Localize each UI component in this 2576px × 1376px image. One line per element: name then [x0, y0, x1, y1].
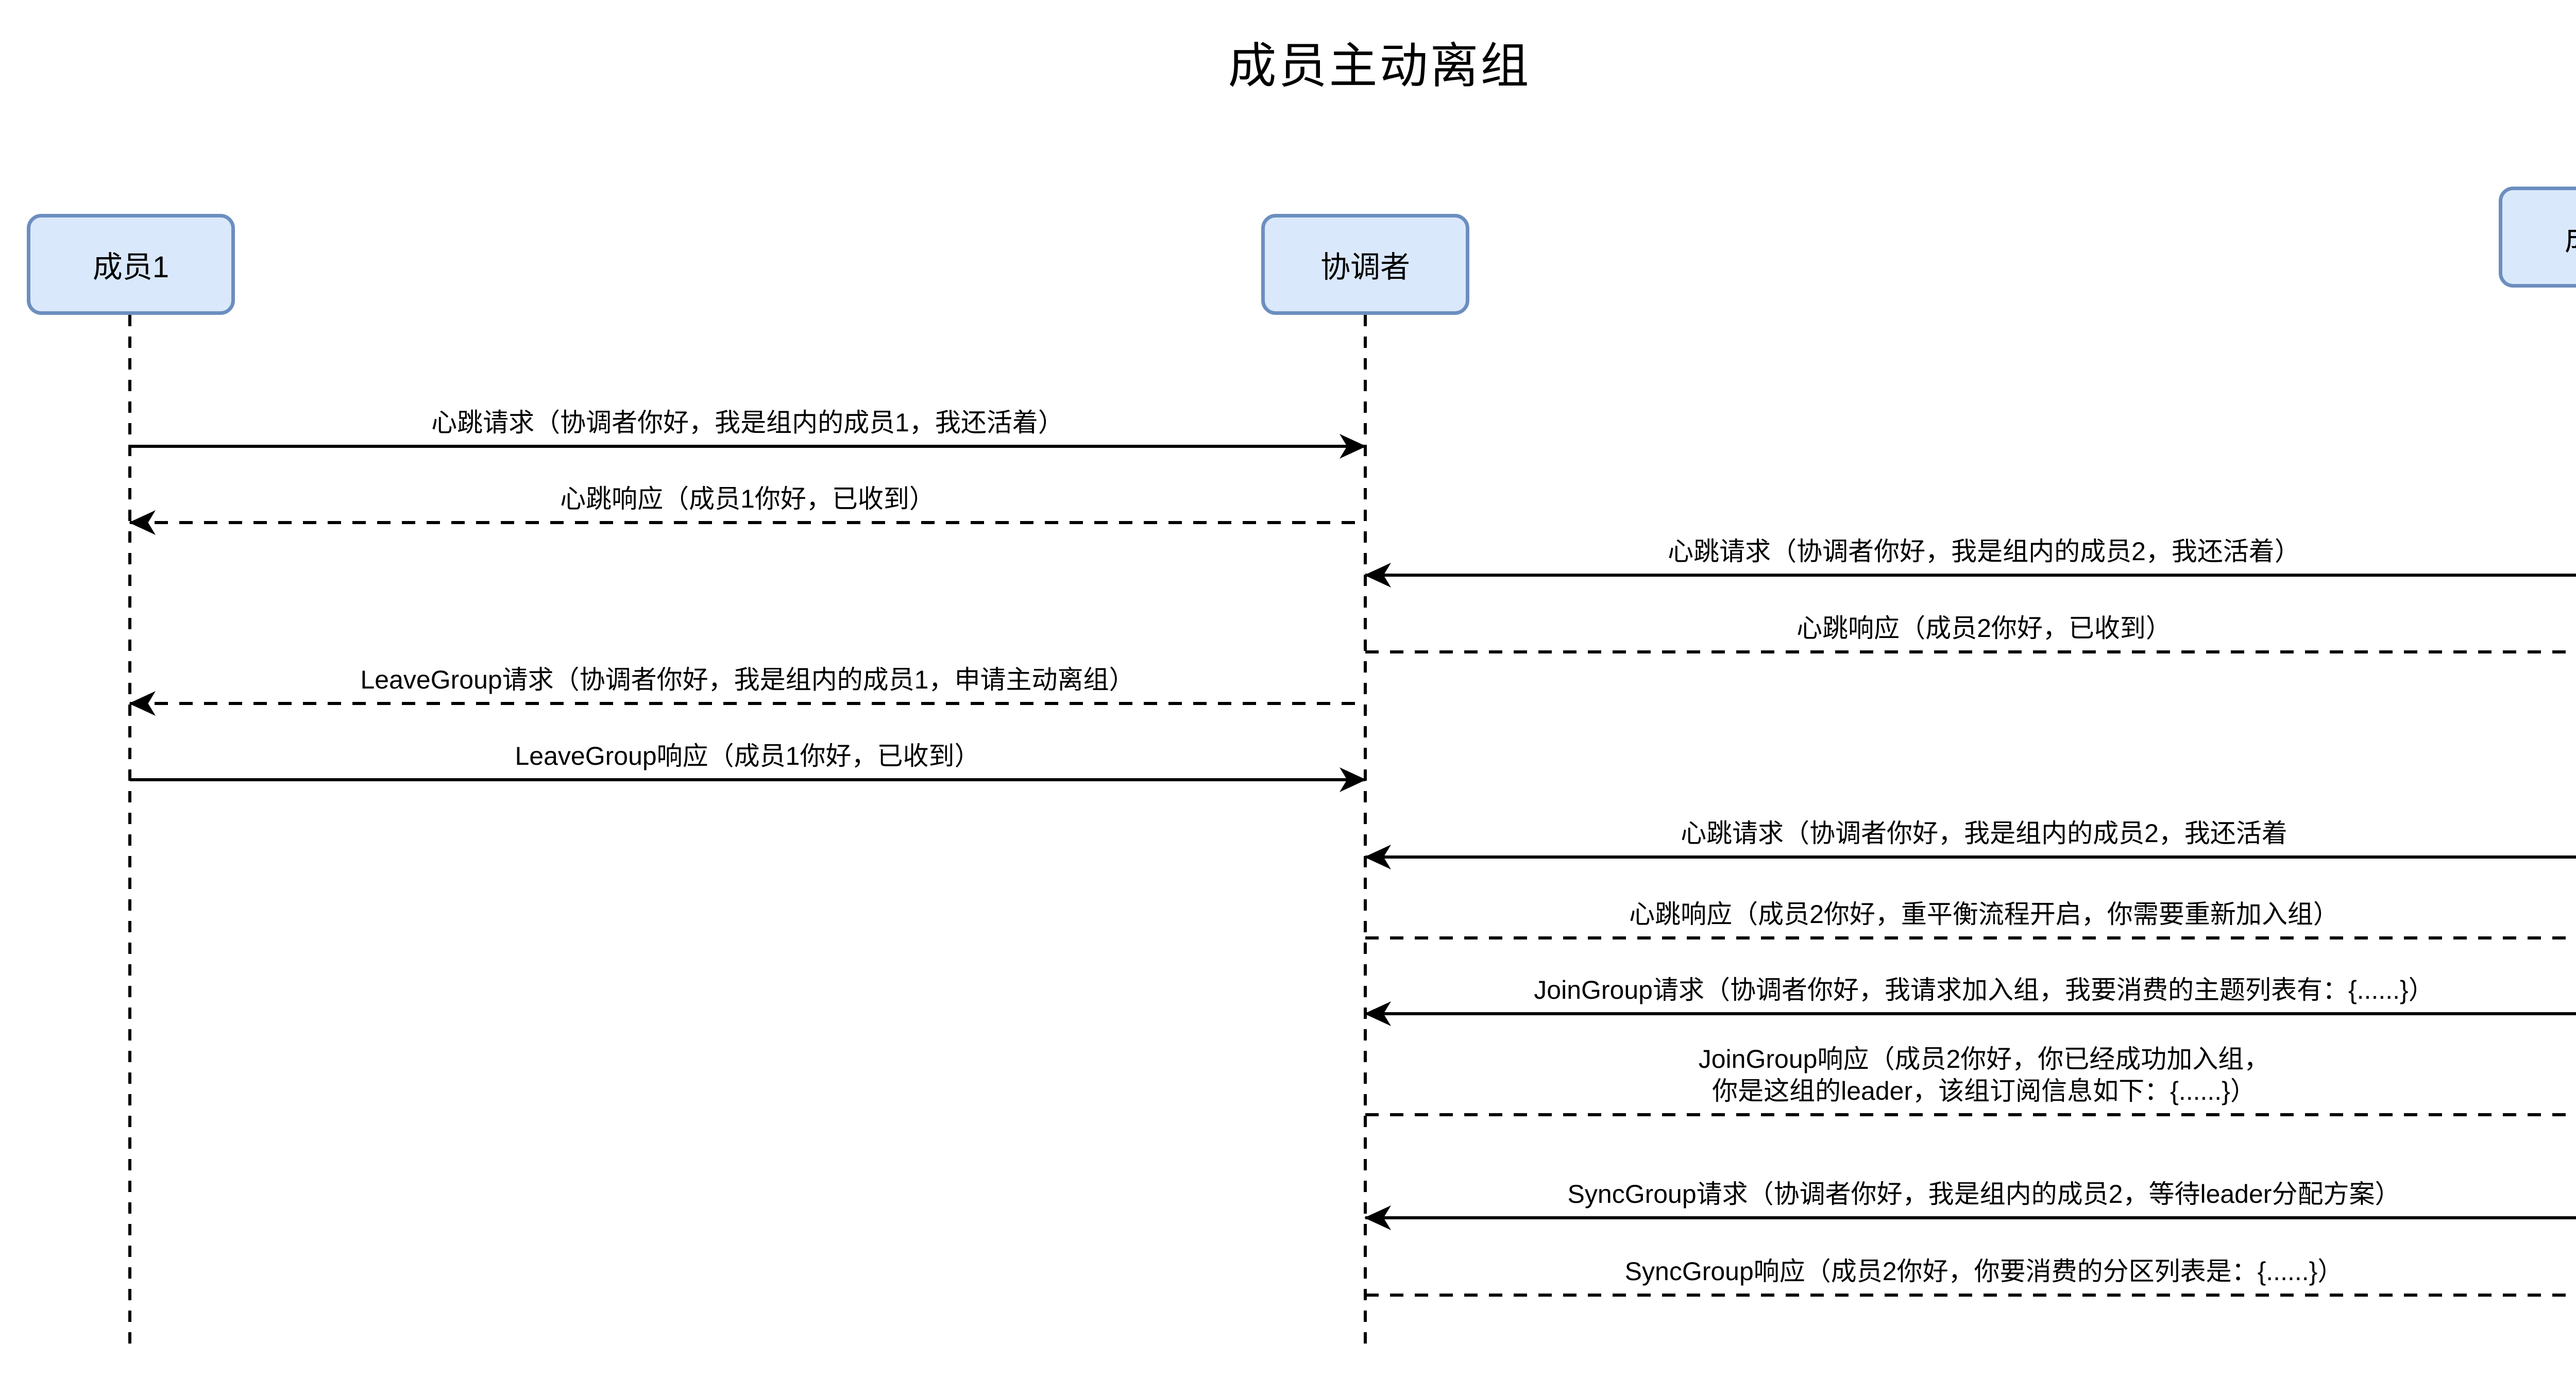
message-heartbeat-request-member2: 心跳请求（协调者你好，我是组内的成员2，我还活着） [1364, 535, 2576, 588]
message-heartbeat-response-member2: 心跳响应（成员2你好，已收到） [1365, 612, 2576, 653]
message-label: SyncGroup响应（成员2你好，你要消费的分区列表是：{......}） [1624, 1257, 2344, 1286]
message-heartbeat-request-member2-2: 心跳请求（协调者你好，我是组内的成员2，我还活着 [1364, 817, 2576, 869]
message-line [129, 510, 1365, 535]
participant-member1: 成员1 [27, 214, 235, 315]
message-label: 心跳响应（成员1你好，已收到） [560, 484, 935, 513]
message-label-line1: JoinGroup响应（成员2你好，你已经成功加入组， [1698, 1045, 2270, 1073]
participant-coordinator: 协调者 [1261, 214, 1469, 315]
message-label: 心跳请求（协调者你好，我是组内的成员2，我还活着 [1681, 819, 2287, 848]
message-label: LeaveGroup响应（成员1你好，已收到） [515, 742, 980, 770]
diagram-title: 成员主动离组 [1228, 39, 1531, 93]
message-syncgroup-request: SyncGroup请求（协调者你好，我是组内的成员2，等待leader分配方案） [1364, 1178, 2576, 1230]
message-line [1365, 936, 2576, 939]
message-line [1365, 1113, 2576, 1116]
message-label: 心跳响应（成员2你好，已收到） [1797, 614, 2172, 643]
message-heartbeat-response-rebalance: 心跳响应（成员2你好，重平衡流程开启，你需要重新加入组） [1365, 898, 2576, 939]
message-line [1364, 1001, 2576, 1026]
message-line [129, 691, 1365, 716]
participant-coordinator-label: 协调者 [1320, 250, 1410, 284]
message-line [1364, 563, 2576, 588]
message-line [1365, 1294, 2576, 1297]
lifeline-coordinator [1364, 315, 1367, 1348]
message-label-line2: 你是这组的leader，该组订阅信息如下：{......}） [1712, 1077, 2256, 1105]
message-line [1364, 1205, 2576, 1230]
message-label: SyncGroup请求（协调者你好，我是组内的成员2，等待leader分配方案） [1567, 1180, 2401, 1209]
participant-member1-label: 成员1 [92, 250, 170, 284]
message-line [130, 767, 1366, 792]
message-heartbeat-request-member1: 心跳请求（协调者你好，我是组内的成员1，我还活着） [130, 407, 1366, 459]
message-label: JoinGroup请求（协调者你好，我请求加入组，我要消费的主题列表有：{...… [1534, 976, 2434, 1004]
message-label: 心跳响应（成员2你好，重平衡流程开启，你需要重新加入组） [1629, 900, 2339, 929]
message-leavegroup-request: LeaveGroup请求（协调者你好，我是组内的成员1，申请主动离组） [129, 664, 1365, 716]
message-label: 心跳请求（协调者你好，我是组内的成员1，我还活着） [431, 408, 1064, 437]
lifeline-member1 [128, 315, 131, 1348]
message-label: 心跳请求（协调者你好，我是组内的成员2，我还活着） [1668, 537, 2300, 566]
message-joingroup-response: JoinGroup响应（成员2你好，你已经成功加入组， 你是这组的leader，… [1365, 1043, 2576, 1116]
message-label: JoinGroup响应（成员2你好，你已经成功加入组， 你是这组的leader，… [1699, 1043, 2270, 1107]
message-line [130, 434, 1366, 459]
participant-member2-label: 成员2 [2565, 215, 2576, 259]
message-line [1365, 650, 2576, 653]
message-line [1364, 845, 2576, 869]
message-syncgroup-response: SyncGroup响应（成员2你好，你要消费的分区列表是：{......}） [1365, 1255, 2576, 1297]
message-leavegroup-response: LeaveGroup响应（成员1你好，已收到） [130, 740, 1366, 792]
message-label: LeaveGroup请求（协调者你好，我是组内的成员1，申请主动离组） [360, 665, 1135, 694]
message-heartbeat-response-member1: 心跳响应（成员1你好，已收到） [129, 483, 1365, 535]
message-joingroup-request: JoinGroup请求（协调者你好，我请求加入组，我要消费的主题列表有：{...… [1364, 974, 2576, 1026]
participant-member2: 成员2 [2499, 187, 2576, 288]
